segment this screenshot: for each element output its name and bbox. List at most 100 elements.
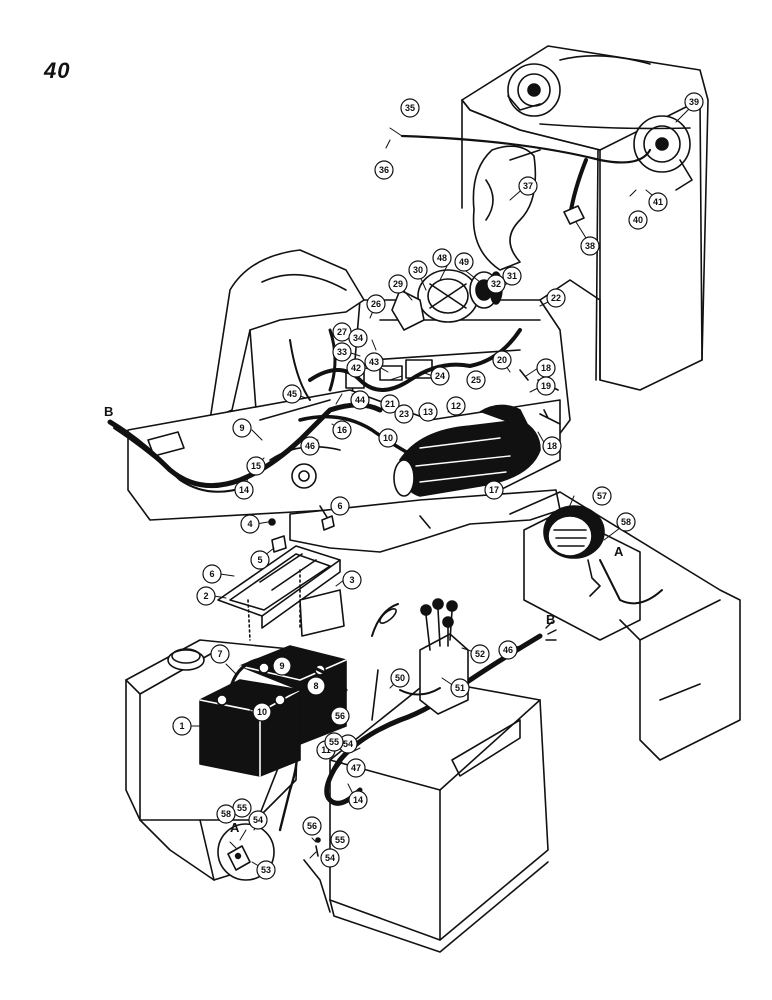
callout-54: 54 (320, 848, 340, 868)
callout-number: 40 (633, 215, 643, 225)
callout-circle (432, 248, 452, 268)
callout-circle (196, 586, 216, 606)
callout-2: 2 (196, 586, 216, 606)
callout-circle (332, 420, 352, 440)
callout-52: 52 (470, 644, 490, 664)
callout-number: 17 (489, 485, 499, 495)
callout-circle (342, 570, 362, 590)
callout-3: 3 (342, 570, 362, 590)
callout-number: 52 (475, 649, 485, 659)
callout-circle (350, 390, 370, 410)
callout-number: 55 (237, 803, 247, 813)
callout-layer: 1234566789910101112131414151617181819202… (172, 92, 704, 880)
callout-number: 23 (399, 409, 409, 419)
callout-22: 22 (546, 288, 566, 308)
callout-number: 50 (395, 673, 405, 683)
callout-10: 10 (378, 428, 398, 448)
callout-number: 44 (355, 395, 365, 405)
callout-number: 46 (503, 645, 513, 655)
callout-24: 24 (430, 366, 450, 386)
callout-circle (210, 644, 230, 664)
callout-number: 21 (385, 399, 395, 409)
callout-39: 39 (684, 92, 704, 112)
callout-circle (378, 428, 398, 448)
callout-circle (332, 342, 352, 362)
callout-55: 55 (232, 798, 252, 818)
callout-circle (542, 436, 562, 456)
fuel-cap (167, 648, 205, 671)
callout-25: 25 (466, 370, 486, 390)
callout-number: 16 (337, 425, 347, 435)
callout-circle (580, 236, 600, 256)
callout-circle (502, 266, 522, 286)
tool-box (329, 679, 549, 953)
callout-number: 12 (451, 401, 461, 411)
callout-circle (498, 640, 518, 660)
callout-17: 17 (484, 480, 504, 500)
callout-30: 30 (408, 260, 428, 280)
in-line-fuse (371, 603, 441, 721)
callout-47: 47 (346, 758, 366, 778)
callout-circle (240, 514, 260, 534)
callout-27: 27 (332, 322, 352, 342)
callout-circle (400, 98, 420, 118)
callout-circle (330, 496, 350, 516)
callout-circle (282, 384, 302, 404)
callout-circle (484, 480, 504, 500)
callout-circle (250, 550, 270, 570)
callout-9: 9 (232, 418, 252, 438)
callout-number: 9 (239, 423, 244, 433)
callout-number: 5 (257, 555, 262, 565)
callout-circle (272, 656, 292, 676)
horn-harness (400, 134, 652, 164)
callout-41: 41 (648, 192, 668, 212)
callout-33: 33 (332, 342, 352, 362)
callout-circle (246, 456, 266, 476)
harness-B-upper (107, 402, 383, 489)
callout-54: 54 (248, 810, 268, 830)
callout-number: 54 (253, 815, 263, 825)
callout-38: 38 (580, 236, 600, 256)
callout-circle (330, 706, 350, 726)
callout-circle (232, 418, 252, 438)
horn-left (507, 63, 561, 117)
callout-58: 58 (216, 804, 236, 824)
callout-43: 43 (364, 352, 384, 372)
callout-number: 8 (313, 681, 318, 691)
battery-cable-10 (260, 702, 299, 832)
callout-number: 51 (455, 683, 465, 693)
callout-circle (234, 480, 254, 500)
callout-number: 53 (261, 865, 271, 875)
callout-number: 57 (597, 491, 607, 501)
callout-20: 20 (492, 350, 512, 370)
callout-circle (616, 512, 636, 532)
callout-40: 40 (628, 210, 648, 230)
callout-circle (518, 176, 538, 196)
callout-number: 48 (437, 253, 447, 263)
callout-number: 30 (413, 265, 423, 275)
wire-letter-b-lower: B (546, 612, 555, 627)
callout-26: 26 (366, 294, 386, 314)
callout-number: 20 (497, 355, 507, 365)
callout-circle (302, 816, 322, 836)
callout-number: 49 (459, 257, 469, 267)
wire-letter-b-upper: B (104, 404, 113, 419)
callout-circle (324, 732, 344, 752)
clip-38 (563, 205, 585, 225)
starter-motor (393, 404, 541, 497)
nut-6a (321, 515, 335, 531)
callout-31: 31 (502, 266, 522, 286)
callout-circle (306, 676, 326, 696)
callout-number: 56 (335, 711, 345, 721)
callout-number: 22 (551, 293, 561, 303)
callout-13: 13 (418, 402, 438, 422)
callout-number: 2 (203, 591, 208, 601)
callout-circle (348, 790, 368, 810)
callout-number: 34 (353, 333, 363, 343)
callout-15: 15 (246, 456, 266, 476)
callout-number: 36 (379, 165, 389, 175)
callout-number: 55 (335, 835, 345, 845)
callout-34: 34 (348, 328, 368, 348)
callout-number: 31 (507, 271, 517, 281)
